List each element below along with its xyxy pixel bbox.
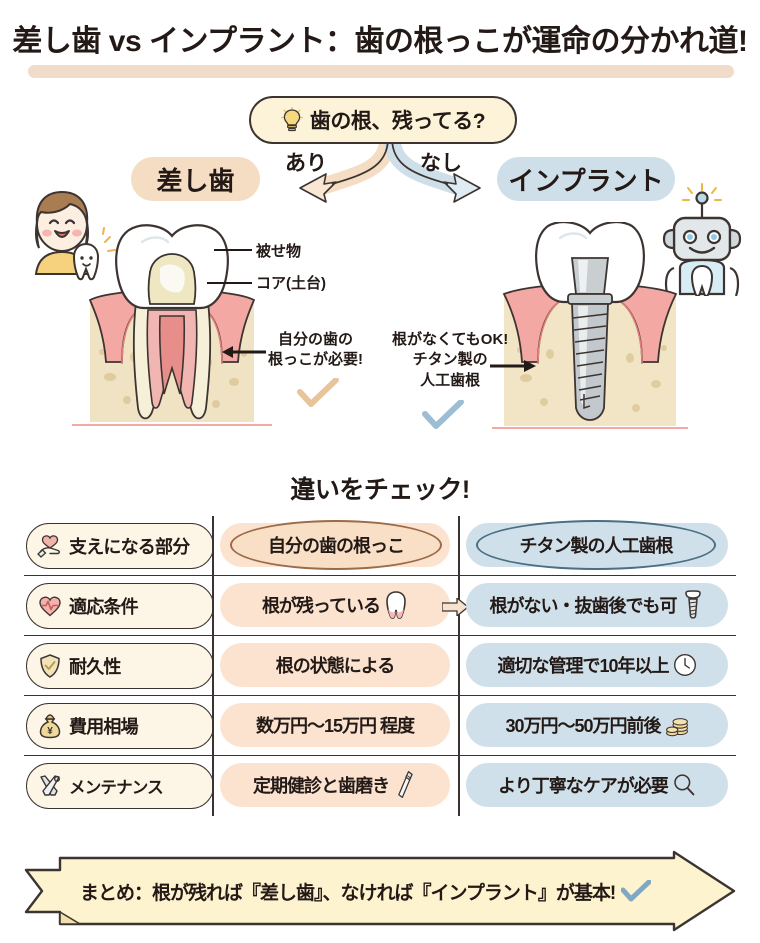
cell-left-maintenance: 定期健診と歯磨き: [220, 763, 450, 807]
natural-tooth-diagram: [72, 224, 272, 426]
cell-left-indication: 根が残っている: [220, 583, 450, 627]
svg-text:¥: ¥: [47, 726, 53, 737]
tooth-icon: [386, 591, 406, 619]
section-heading: 違いをチェック!: [290, 476, 470, 504]
column-divider: [458, 756, 460, 816]
table-row: 耐久性 根の状態による 適切な管理で10年以上: [24, 636, 736, 696]
right-note-line-3: 人工歯根: [420, 371, 481, 389]
comparison-table: 支えになる部分 自分の歯の根っこ チタン製の人工歯根 適応条件: [24, 516, 736, 816]
summary-text-row: まとめ：根が残れば『差し歯』、なければ『インプラント』が基本!: [80, 876, 680, 906]
summary-arrow-shape: [24, 850, 736, 932]
cell-right-durability: 適切な管理で10年以上: [466, 643, 728, 687]
hand-heart-icon: [37, 534, 60, 558]
check-mark-icon: [621, 880, 652, 902]
column-divider: [458, 636, 460, 696]
left-pointing-arrow-icon: [222, 346, 266, 358]
toothbrush-icon: [398, 770, 413, 798]
cell-right-text: より丁寧なケアが必要: [498, 776, 669, 796]
right-pointing-arrow-icon: [490, 360, 536, 372]
summary-banner: まとめ：根が残れば『差し歯』、なければ『インプラント』が基本!: [18, 848, 742, 934]
right-note-line-2: チタン製の: [412, 351, 488, 369]
table-row: ¥ 費用相場 数万円〜15万円程度 30万円〜50万円前後: [24, 696, 736, 756]
cell-right-text: 30万円〜50万円前後: [505, 716, 661, 736]
row-label-indication: 適応条件: [26, 582, 214, 629]
right-arrow-icon: [442, 598, 468, 616]
money-bag-icon: ¥: [39, 713, 61, 738]
column-divider: [212, 756, 214, 816]
cell-left-text: 数万円〜15万円: [255, 716, 377, 736]
row-label-maintenance: メンテナンス: [26, 763, 214, 809]
column-divider: [458, 516, 460, 576]
cell-left-support: 自分の歯の根っこ: [230, 520, 442, 570]
callout-core: コア(土台): [256, 275, 326, 292]
table-row: メンテナンス 定期健診と歯磨き より丁寧なケアが必要: [24, 756, 736, 816]
cell-right-text: 適切な管理で10年以上: [497, 656, 669, 676]
cell-right-support: チタン製の人工歯根: [476, 520, 716, 570]
row-label-text: 適応条件: [69, 596, 139, 617]
cell-left-text: 自分の歯の根っこ: [268, 536, 405, 556]
cell-left-text: 定期健診と歯磨き: [253, 776, 390, 796]
row-label-cost: ¥ 費用相場: [26, 702, 214, 749]
column-divider: [212, 636, 214, 696]
magnifier-icon: [674, 774, 695, 796]
left-note-line-2: 根っこが必要!: [268, 351, 363, 369]
cell-right-maintenance: より丁寧なケアが必要: [466, 763, 728, 807]
lightbulb-icon: [281, 107, 303, 132]
left-header-pill: 差し歯: [131, 157, 260, 201]
question-bubble: 歯の根、残ってる?: [249, 96, 517, 144]
core-leader-line: [207, 282, 252, 284]
column-divider: [212, 696, 214, 756]
crown-leader-line: [214, 249, 252, 251]
implant-icon: [684, 590, 701, 619]
row-label-text: 支えになる部分: [69, 536, 190, 557]
heartbeat-icon: [39, 596, 61, 616]
cell-left-cost: 数万円〜15万円程度: [220, 703, 450, 747]
row-label-durability: 耐久性: [26, 642, 214, 689]
implant-diagram: [492, 222, 688, 429]
right-header-pill: インプラント: [497, 157, 675, 201]
cell-left-text-suffix: 程度: [380, 716, 415, 736]
table-row: 適応条件 根が残っている 根がない・抜歯後でも可: [24, 576, 736, 636]
row-label-support: 支えになる部分: [26, 522, 214, 569]
branch-label-yes: あり: [285, 152, 327, 175]
right-note: 根がなくてもOK! チタン製の 人工歯根: [392, 330, 508, 391]
cell-left-durability: 根の状態による: [220, 643, 450, 687]
left-note-line-1: 自分の歯の: [277, 331, 353, 348]
cell-left-text: 根の状態による: [275, 656, 395, 676]
column-divider: [212, 516, 214, 576]
callout-crown: 被せ物: [256, 243, 302, 260]
coins-icon: [665, 718, 688, 737]
cell-right-text: チタン製の人工歯根: [519, 536, 674, 556]
column-divider: [458, 696, 460, 756]
check-mark-icon: [422, 400, 464, 429]
title-block: 差し歯 vs インプラント：歯の根っこが運命の分かれ道!: [0, 16, 760, 78]
check-mark-icon: [297, 378, 339, 407]
cell-right-indication: 根がない・抜歯後でも可: [466, 583, 728, 627]
cell-right-text: 根がない・抜歯後でも可: [489, 596, 678, 616]
girl-with-tooth-icon: [34, 190, 116, 281]
shield-check-icon: [40, 653, 60, 678]
clock-icon: [673, 654, 696, 676]
cell-right-cost: 30万円〜50万円前後: [466, 703, 728, 747]
page-title: 差し歯 vs インプラント：歯の根っこが運命の分かれ道!: [12, 25, 748, 58]
robot-with-tooth-icon: [662, 183, 742, 296]
row-label-text: 費用相場: [69, 716, 139, 737]
title-underline: [28, 65, 734, 78]
column-divider: [212, 576, 214, 636]
left-note: 自分の歯の 根っこが必要!: [268, 330, 363, 371]
table-row: 支えになる部分 自分の歯の根っこ チタン製の人工歯根: [24, 516, 736, 576]
right-note-line-1: 根がなくてもOK!: [392, 331, 509, 348]
summary-text: まとめ：根が残れば『差し歯』、なければ『インプラント』が基本!: [80, 882, 616, 904]
tools-icon: [40, 775, 61, 796]
row-label-text: メンテナンス: [69, 779, 164, 797]
row-label-text: 耐久性: [69, 656, 121, 677]
branch-arrows: [299, 136, 481, 203]
branch-label-no: なし: [420, 152, 462, 175]
question-text: 歯の根、残ってる?: [309, 110, 486, 133]
cell-left-text: 根が残っている: [261, 596, 381, 616]
